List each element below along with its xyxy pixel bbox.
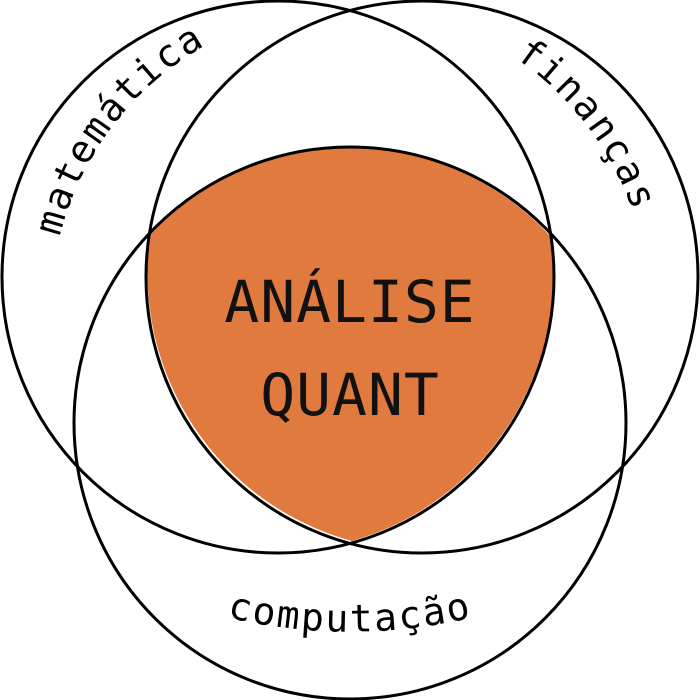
intersection-region	[147, 147, 554, 542]
intersection-label-line-2: QUANT	[260, 361, 440, 429]
computing-circle	[72, 145, 628, 700]
math-circle	[0, 0, 556, 555]
finance-circle	[144, 0, 700, 555]
intersection-label-line-1: ANÁLISE	[224, 267, 475, 336]
computing-label-text: computação	[225, 583, 474, 641]
computing-label: computação	[225, 583, 476, 641]
